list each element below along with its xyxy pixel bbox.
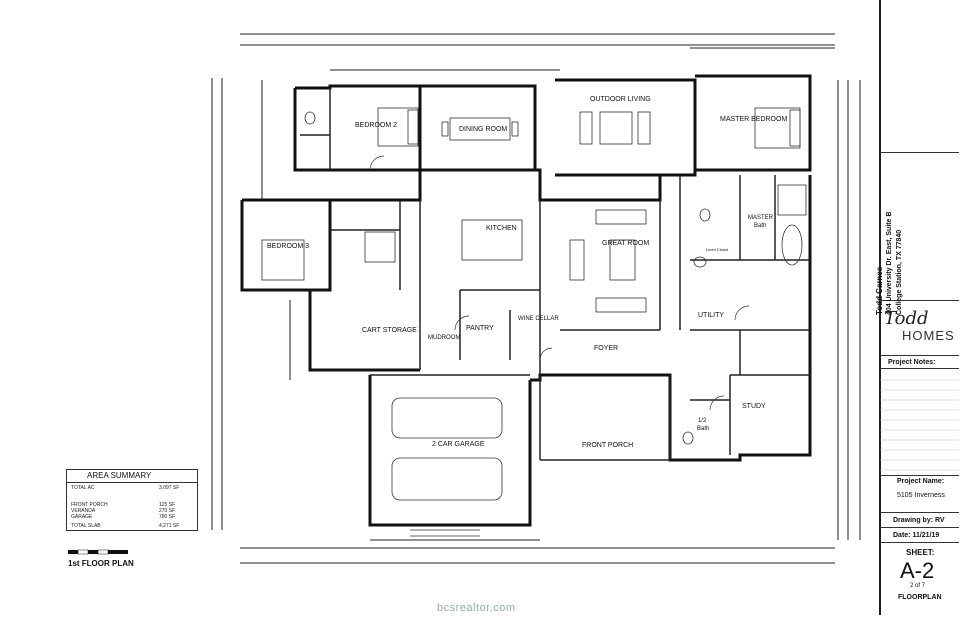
room-label-half-bath-line1: 1/2 xyxy=(698,418,707,424)
area-row-label: TOTAL SLAB xyxy=(71,523,101,529)
title-block-divider xyxy=(880,542,959,543)
room-label-linen-closet: Linen Closet xyxy=(706,247,729,252)
area-row-label: VERANDA xyxy=(71,508,96,514)
drawing-title: 1st FLOOR PLAN xyxy=(68,559,134,568)
room-label-pantry: PANTRY xyxy=(466,325,494,332)
company-address-line1: 404 University Dr. East, Suite B xyxy=(886,211,893,316)
title-block-divider xyxy=(880,475,959,476)
room-label-master-bath-line2: Bath xyxy=(754,223,767,229)
room-label-study: STUDY xyxy=(742,403,766,410)
company-name: Todd Carnes xyxy=(875,266,884,315)
title-block-divider xyxy=(880,152,959,153)
title-block-divider xyxy=(880,355,959,356)
area-summary-table: AREA SUMMARY TOTAL AC 3,097 SF FRONT POR… xyxy=(66,469,198,531)
room-label-dining-room: DINING ROOM xyxy=(459,126,508,133)
company-logo: Todd HOMES xyxy=(884,308,958,348)
project-notes-label: Project Notes: xyxy=(888,359,936,366)
room-label-great-room: GREAT ROOM xyxy=(602,240,650,247)
room-label-bedroom-2: BEDROOM 2 xyxy=(355,122,398,129)
area-row-value: 125 SF xyxy=(159,502,176,508)
room-label-master-bedroom: MASTER BEDROOM xyxy=(720,116,788,123)
title-block-divider xyxy=(880,527,959,528)
sheet-title: FLOORPLAN xyxy=(898,594,942,601)
company-info: Todd Carnes 404 University Dr. East, Sui… xyxy=(875,175,915,316)
room-label-mudroom: MUDROOM xyxy=(428,335,461,341)
project-notes-ruling xyxy=(880,379,959,471)
room-label-cart-storage: CART STORAGE xyxy=(362,327,417,334)
room-label-half-bath-line2: Bath xyxy=(697,426,710,432)
company-address-line2: College Station, TX 77840 xyxy=(896,229,903,315)
room-label-master-bath-line1: MASTER xyxy=(748,215,774,221)
room-label-2-car-garage: 2 CAR GARAGE xyxy=(432,441,485,448)
area-row-value: 780 SF xyxy=(159,514,176,520)
room-label-foyer: FOYER xyxy=(594,345,619,352)
area-row-value: 4,271 SF xyxy=(159,523,180,529)
area-row-value: 3,097 SF xyxy=(159,485,180,491)
sheet-number: A-2 xyxy=(900,558,935,583)
watermark: bcsrealtor.com xyxy=(437,602,516,614)
area-row-label: GARAGE xyxy=(71,514,93,520)
room-label-utility: UTILITY xyxy=(698,312,725,319)
room-label-kitchen: KITCHEN xyxy=(486,225,517,232)
area-row-label: TOTAL AC xyxy=(71,485,95,491)
room-label-wine-cellar: WINE CELLAR xyxy=(518,316,559,322)
room-label-outdoor-living: OUTDOOR LIVING xyxy=(590,96,651,103)
title-block-divider xyxy=(880,512,959,513)
room-label-front-porch: FRONT PORCH xyxy=(582,442,634,449)
drawing-by: Drawing by: RV xyxy=(893,517,945,524)
project-name-value: 5105 Inverness xyxy=(897,492,945,499)
sheet-label: SHEET: xyxy=(906,548,935,557)
area-summary-title: AREA SUMMARY xyxy=(87,471,152,480)
project-name-label: Project Name: xyxy=(897,478,945,485)
drawing-date: Date: 11/21/19 xyxy=(893,532,940,539)
area-row-label: FRONT PORCH xyxy=(71,502,108,508)
logo-word: HOMES xyxy=(902,328,955,343)
logo-script: Todd xyxy=(884,308,929,329)
sheet-count: 2 of 7 xyxy=(910,583,926,589)
room-label-bedroom-3: BEDROOM 3 xyxy=(267,243,310,250)
area-row-value: 270 SF xyxy=(159,508,176,514)
title-block xyxy=(879,0,961,615)
title-block-divider xyxy=(880,300,959,301)
title-block-divider xyxy=(880,368,959,369)
